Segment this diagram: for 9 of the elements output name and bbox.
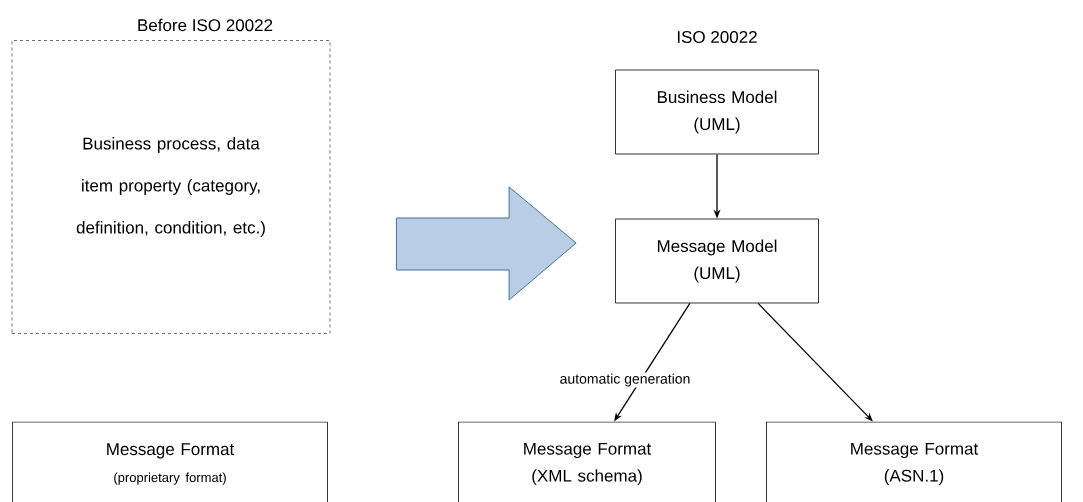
block-arrow	[395, 186, 577, 301]
heading: ISO 20022	[677, 30, 757, 43]
edge-label: automatic generation	[558, 372, 692, 388]
process-box: Message Format (XML schema)	[458, 421, 716, 502]
process-box: Message Format (ASN.1)	[766, 421, 1062, 502]
process-box: Business Model (UML)	[615, 69, 819, 155]
process-box: Message Format (proprietary format)	[12, 421, 328, 502]
dashed-box: Business process, data item property (category, definition, condition, etc.)	[11, 40, 331, 334]
process-box: Message Model (UML)	[615, 218, 819, 304]
